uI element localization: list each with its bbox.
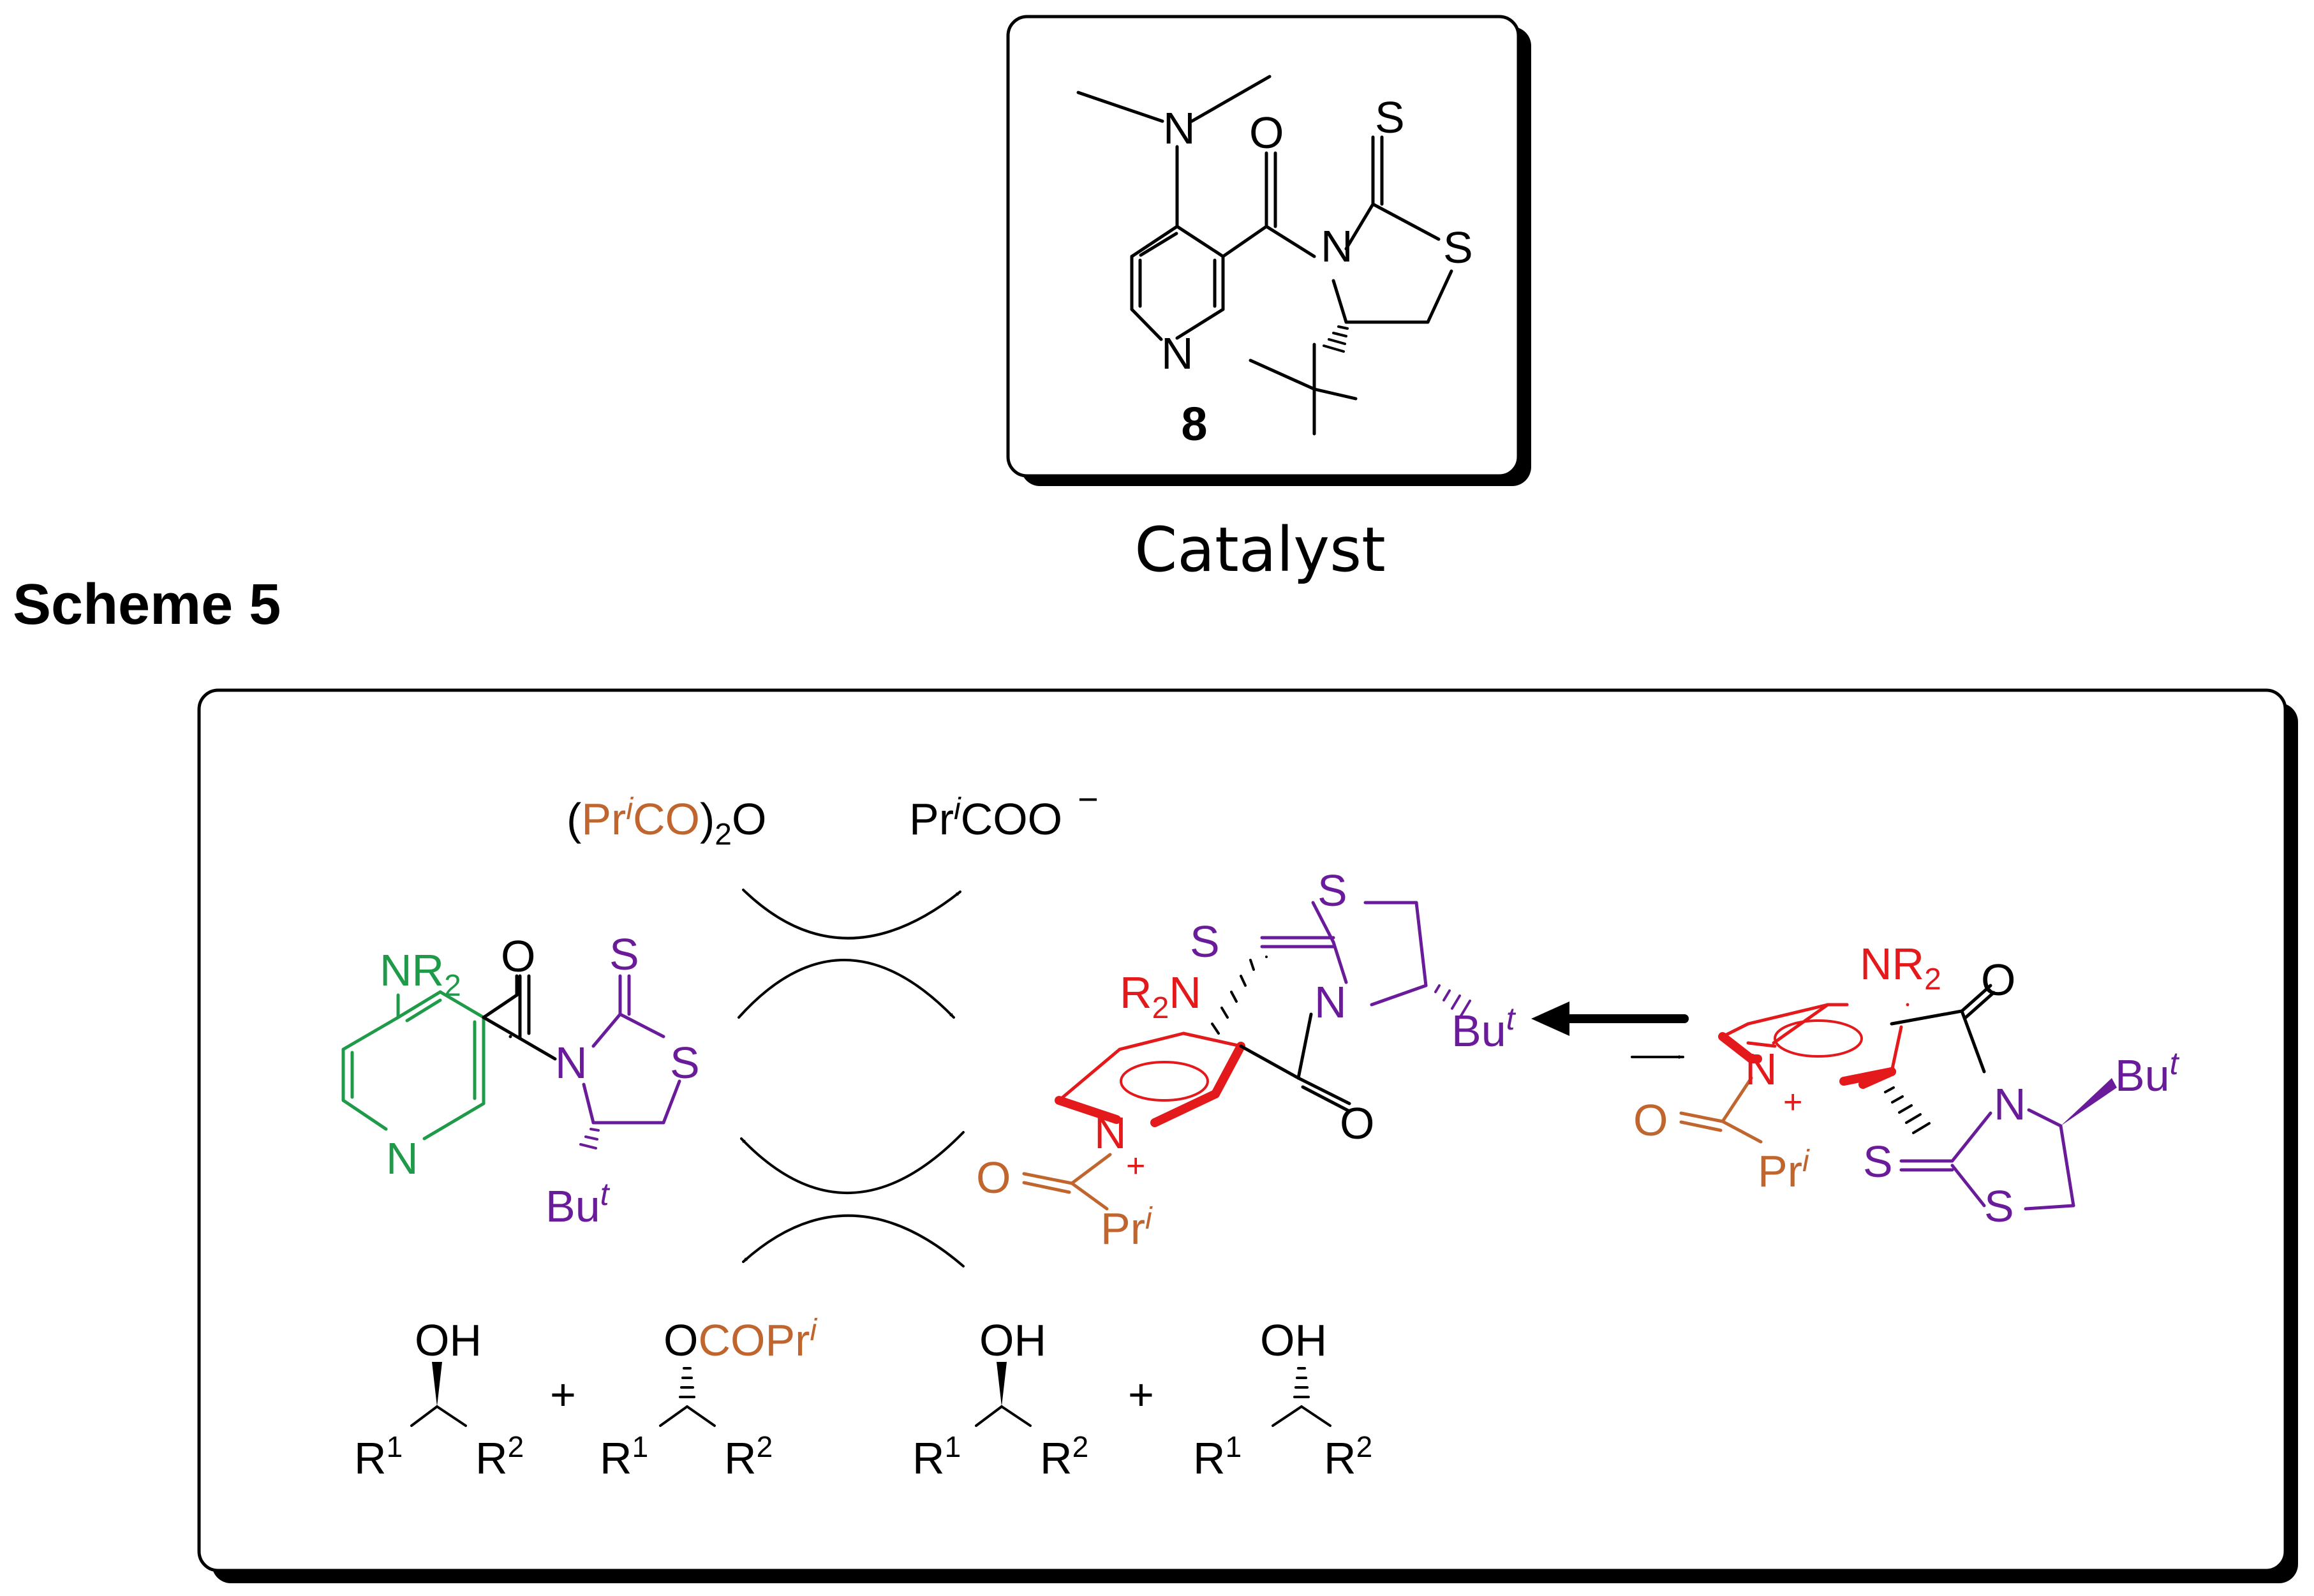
catalyst-caption: Catalyst <box>1134 514 1385 586</box>
catalyst-n-dimethyl: N <box>1163 103 1196 153</box>
catalyst-s-ring: S <box>1443 223 1473 272</box>
r2-label: R2 <box>1040 1430 1088 1483</box>
acyl-pyridinium: R2N S S N But O N + O Pri <box>976 866 1517 1253</box>
scheme-panel <box>197 688 2298 1583</box>
conformer-pri: Pri <box>1758 1144 1810 1196</box>
catalytic-cycle-arrows <box>738 889 965 1267</box>
catalyst-o: O <box>1249 108 1284 158</box>
products-row: OH R1 R2 + OCOPri R1 R2 OH R1 <box>354 1313 1372 1483</box>
plus-sign-1: + <box>550 1370 576 1419</box>
acyl-pyridinium-n-ring: N <box>1314 977 1347 1027</box>
oh-label: OH <box>1260 1315 1327 1365</box>
compound-number: 8 <box>1181 397 1207 450</box>
scheme-title: Scheme 5 <box>13 573 281 637</box>
free-catalyst-n-ring: N <box>555 1038 588 1088</box>
r1-label: R1 <box>354 1430 403 1483</box>
conformer-s-thione: S <box>1863 1137 1893 1186</box>
conformer-hash <box>1884 1086 1931 1134</box>
arrow-lower-1 <box>740 1131 965 1194</box>
conformer-amide <box>1890 984 1996 1074</box>
r1-label: R1 <box>600 1430 648 1483</box>
ester-label: OCOPri <box>664 1313 817 1365</box>
acyl-pyridinium-labels: R2N S S N But O N + O Pri <box>976 866 1517 1253</box>
acyl-pyridinium-ring <box>1055 1031 1245 1127</box>
r1-label: R1 <box>912 1430 961 1483</box>
acyl-pyridinium-hash-wedge <box>1434 984 1471 1018</box>
free-catalyst-nr2: NR2 <box>380 945 461 1003</box>
r2-label: R2 <box>1324 1430 1372 1483</box>
free-catalyst-labels: NR2 O S N S N But <box>380 929 700 1231</box>
conformer-bold-wedge <box>2061 1078 2117 1126</box>
free-catalyst-s-thione: S <box>609 929 639 979</box>
free-catalyst-n-pyridine: N <box>386 1134 419 1183</box>
conformer-but: But <box>2115 1046 2180 1100</box>
conformer-thiazolidine <box>1899 1108 2075 1211</box>
free-catalyst-hash-wedge <box>579 1128 600 1149</box>
catalyst-panel: N O S N S N 8 <box>1006 15 1531 486</box>
oh-label: OH <box>415 1315 482 1365</box>
acyl-pyridinium-pri: Pri <box>1101 1202 1153 1253</box>
free-catalyst-amide <box>482 974 557 1061</box>
acyl-pyridinium-dashed-bonds <box>1211 956 1268 1035</box>
anhydride-reagent: (PriCO)2O <box>567 792 766 852</box>
acyl-pyridinium-acyl <box>1022 1153 1112 1211</box>
alcohol-right-2: OH R1 R2 <box>1193 1315 1372 1483</box>
free-catalyst-thiazolidine <box>582 974 681 1125</box>
arrow-lower-2 <box>742 1214 965 1267</box>
conformer-n-plus: N <box>1745 1044 1777 1094</box>
free-catalyst: NR2 O S N S N But <box>341 929 700 1231</box>
acyl-pyridinium-r2n: R2N <box>1120 968 1201 1025</box>
carboxylate-byproduct: PriCOO− <box>909 779 1099 844</box>
acyl-pyridinium-but: But <box>1451 1001 1517 1056</box>
acyl-pyridinium-amide <box>1239 1012 1351 1113</box>
conformer-charge: + <box>1783 1084 1802 1121</box>
alcohol-left-1: OH R1 R2 <box>354 1315 524 1483</box>
arrow-upper-1 <box>742 889 961 940</box>
conformer-o-amide: O <box>1981 955 2015 1005</box>
conformer: NR2 O N But S S N + O Pri <box>1633 939 2180 1231</box>
conformer-labels: NR2 O N But S S N + O Pri <box>1633 939 2180 1231</box>
catalyst-hash-wedge <box>1323 325 1349 353</box>
acyl-pyridinium-charge: + <box>1126 1148 1145 1185</box>
conformer-s-ring: S <box>1984 1181 2014 1231</box>
acyl-pyridinium-s-thione: S <box>1190 917 1220 966</box>
conformer-ring <box>1718 1003 1910 1089</box>
acyl-pyridinium-n-plus: N <box>1094 1108 1127 1158</box>
free-catalyst-but: But <box>545 1176 611 1231</box>
free-catalyst-pyridine <box>341 990 486 1141</box>
alcohol-right-1: OH R1 R2 <box>912 1315 1088 1483</box>
conformer-nr2: NR2 <box>1860 939 1941 996</box>
catalyst-atom-labels: N O S N S N <box>1161 92 1473 378</box>
conformer-acyl <box>1679 1076 1763 1144</box>
r2-label: R2 <box>724 1430 773 1483</box>
equilibrium-arrows <box>1531 1001 1689 1060</box>
free-catalyst-o: O <box>501 931 535 981</box>
catalyst-n-ring: N <box>1321 221 1353 271</box>
conformer-o-acyl: O <box>1633 1095 1668 1145</box>
oh-label: OH <box>979 1315 1046 1365</box>
acyl-pyridinium-o-amide: O <box>1340 1098 1374 1148</box>
arrow-upper-2 <box>738 959 955 1019</box>
acyl-pyridinium-o-acyl: O <box>976 1153 1011 1202</box>
acyl-pyridinium-s-ring: S <box>1317 866 1347 915</box>
plus-sign-2: + <box>1128 1370 1154 1419</box>
catalyst-n-pyridine: N <box>1161 329 1194 378</box>
r2-label: R2 <box>475 1430 524 1483</box>
conformer-n-ring: N <box>1994 1079 2026 1129</box>
catalyst-structure <box>1076 75 1453 436</box>
acyl-pyridinium-thiazolidine <box>1260 901 1428 1007</box>
r1-label: R1 <box>1193 1430 1242 1483</box>
ester-product: OCOPri R1 R2 <box>600 1313 817 1483</box>
catalyst-s-thione: S <box>1375 92 1405 142</box>
free-catalyst-s-ring: S <box>670 1038 700 1088</box>
